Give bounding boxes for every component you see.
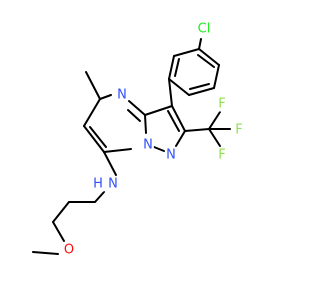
bond (208, 128, 221, 147)
label-background (234, 122, 244, 138)
bond (173, 48, 200, 57)
nitrogen-atom-label: N (143, 138, 153, 153)
bond (153, 146, 165, 152)
bond (171, 105, 186, 132)
label-background (217, 147, 227, 163)
bond (83, 125, 105, 153)
bond (128, 100, 146, 116)
nitrogen-atom-label: N (166, 148, 176, 163)
bond (94, 191, 105, 203)
bond (85, 71, 101, 100)
label-background (92, 176, 104, 192)
label-background (196, 21, 212, 37)
bond (144, 114, 147, 134)
bond (188, 87, 215, 96)
bond (89, 126, 107, 148)
label-background (217, 96, 227, 112)
label-background (142, 137, 154, 153)
bond (184, 128, 210, 132)
label-background (107, 176, 119, 192)
bond (175, 130, 186, 147)
bond (144, 105, 173, 116)
bond (168, 78, 190, 96)
label-background (62, 242, 76, 258)
bond (208, 111, 221, 130)
chlorine-atom-label: Cl (198, 22, 211, 37)
bond (168, 55, 175, 80)
label-background (116, 87, 128, 103)
bond (198, 38, 202, 50)
atom-labels: Cl N N N F F F N H O (62, 21, 244, 258)
fluorine-atom-label: F (218, 97, 225, 112)
molecule-structure: Cl N N N F F F N H O (32, 21, 244, 258)
bond (167, 110, 180, 132)
bond (198, 48, 220, 66)
amine-hydrogen-label: H (93, 177, 103, 192)
bond (52, 201, 70, 223)
fluorine-atom-label: F (235, 123, 242, 138)
bond (99, 94, 112, 100)
nitrogen-atom-label: N (117, 88, 127, 103)
bond (103, 151, 117, 176)
bond (168, 78, 173, 107)
bond (32, 251, 59, 255)
bond (83, 98, 101, 127)
bond (174, 58, 180, 77)
bond (197, 54, 215, 68)
label-background (165, 147, 177, 163)
bond (52, 221, 65, 242)
fluorine-atom-label: F (218, 148, 225, 163)
bond (189, 83, 210, 90)
bond (213, 64, 220, 89)
bond (127, 109, 141, 122)
amine-nitrogen-label: N (108, 177, 118, 192)
bonds (32, 38, 231, 255)
oxygen-atom-label: O (64, 243, 74, 258)
bond (103, 148, 132, 153)
